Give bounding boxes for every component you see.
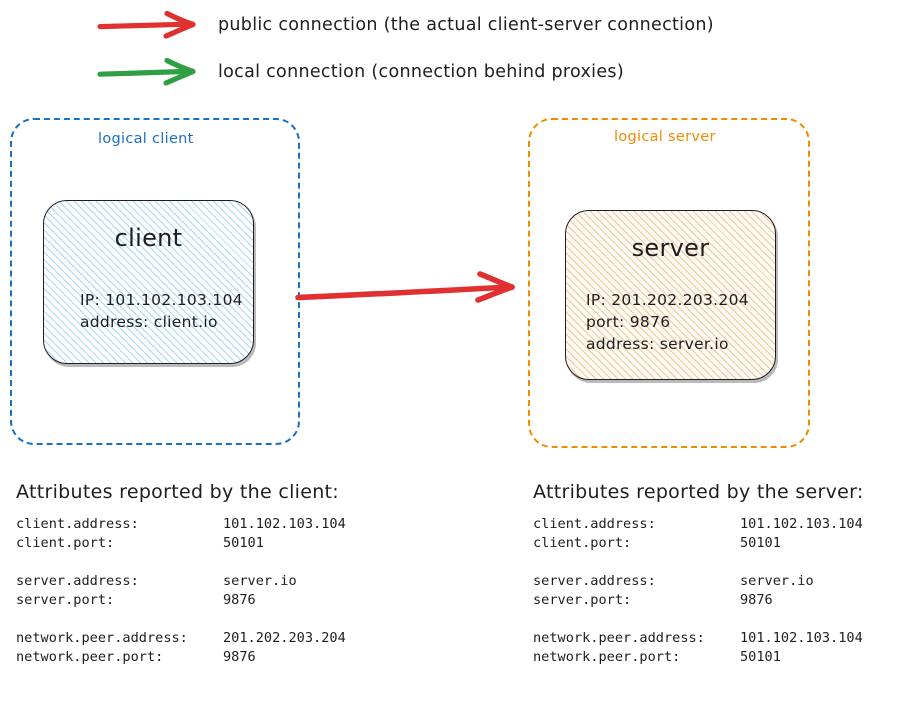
attribute-row-spacer	[16, 610, 346, 629]
server-attributes-heading: Attributes reported by the server:	[533, 481, 864, 503]
attribute-value: 9876	[740, 592, 773, 608]
client-node-details: IP: 101.102.103.104 address: client.io	[80, 291, 243, 331]
attribute-row: client.port: 50101	[533, 534, 863, 553]
attribute-row: network.peer.port: 50101	[533, 648, 863, 667]
attribute-key: server.address:	[533, 573, 656, 589]
attribute-key: network.peer.port:	[16, 649, 164, 665]
attribute-row: network.peer.port: 9876	[16, 648, 346, 667]
client-attributes-heading: Attributes reported by the client:	[16, 481, 340, 503]
server-node[interactable]: server IP: 201.202.203.204 port: 9876 ad…	[565, 210, 776, 380]
green-arrow-icon	[96, 55, 208, 93]
attribute-value: server.io	[740, 573, 814, 589]
attribute-row-spacer	[533, 610, 863, 629]
attribute-value: 201.202.203.204	[223, 630, 346, 646]
logical-server-group	[528, 118, 810, 448]
attribute-key: network.peer.address:	[16, 630, 188, 646]
legend-label-local: local connection (connection behind prox…	[218, 62, 624, 82]
spacer-cell	[533, 610, 863, 629]
red-arrow-icon	[96, 8, 208, 46]
attribute-value: 50101	[223, 535, 264, 551]
server-attributes-panel: Attributes reported by the server: clien…	[533, 483, 864, 667]
attribute-value: 101.102.103.104	[223, 516, 346, 532]
attribute-value: server.io	[223, 573, 297, 589]
attribute-key: client.address:	[16, 516, 139, 532]
attribute-key: client.port:	[533, 535, 632, 551]
attribute-row: client.address: 101.102.103.104	[533, 515, 863, 534]
attribute-key: client.port:	[16, 535, 115, 551]
logical-server-label: logical server	[614, 129, 716, 145]
client-node-title: client	[114, 224, 183, 252]
attribute-row-spacer	[533, 553, 863, 572]
attribute-value: 101.102.103.104	[740, 630, 863, 646]
legend: public connection (the actual client-ser…	[0, 0, 900, 105]
attribute-value: 101.102.103.104	[740, 516, 863, 532]
attribute-row: client.address: 101.102.103.104	[16, 515, 346, 534]
attribute-key: network.peer.address:	[533, 630, 705, 646]
attribute-value: 50101	[740, 535, 781, 551]
attribute-row-spacer	[16, 553, 346, 572]
attribute-row: server.port: 9876	[533, 591, 863, 610]
spacer-cell	[16, 610, 346, 629]
attribute-row: server.address: server.io	[16, 572, 346, 591]
public-connection-arrow	[292, 264, 532, 324]
attribute-value: 50101	[740, 649, 781, 665]
attribute-row: network.peer.address: 201.202.203.204	[16, 629, 346, 648]
attribute-row: client.port: 50101	[16, 534, 346, 553]
attribute-value: 9876	[223, 592, 256, 608]
attribute-key: client.address:	[533, 516, 656, 532]
legend-label-public: public connection (the actual client-ser…	[218, 15, 714, 35]
logical-client-group	[10, 118, 300, 445]
attribute-value: 9876	[223, 649, 256, 665]
client-attributes-panel: Attributes reported by the client: clien…	[16, 483, 346, 667]
attribute-key: server.address:	[16, 573, 139, 589]
attribute-row: network.peer.address: 101.102.103.104	[533, 629, 863, 648]
attribute-row: server.address: server.io	[533, 572, 863, 591]
attribute-key: server.port:	[16, 592, 115, 608]
server-node-details: IP: 201.202.203.204 port: 9876 address: …	[586, 291, 749, 353]
client-node[interactable]: client IP: 101.102.103.104 address: clie…	[43, 200, 254, 364]
attribute-key: server.port:	[533, 592, 632, 608]
spacer-cell	[16, 553, 346, 572]
spacer-cell	[533, 553, 863, 572]
attribute-key: network.peer.port:	[533, 649, 681, 665]
logical-client-label: logical client	[98, 131, 194, 147]
server-attributes-table: client.address: 101.102.103.104 client.por…	[533, 515, 863, 667]
server-node-title: server	[631, 234, 710, 262]
attribute-row: server.port: 9876	[16, 591, 346, 610]
client-attributes-table: client.address: 101.102.103.104 client.por…	[16, 515, 346, 667]
